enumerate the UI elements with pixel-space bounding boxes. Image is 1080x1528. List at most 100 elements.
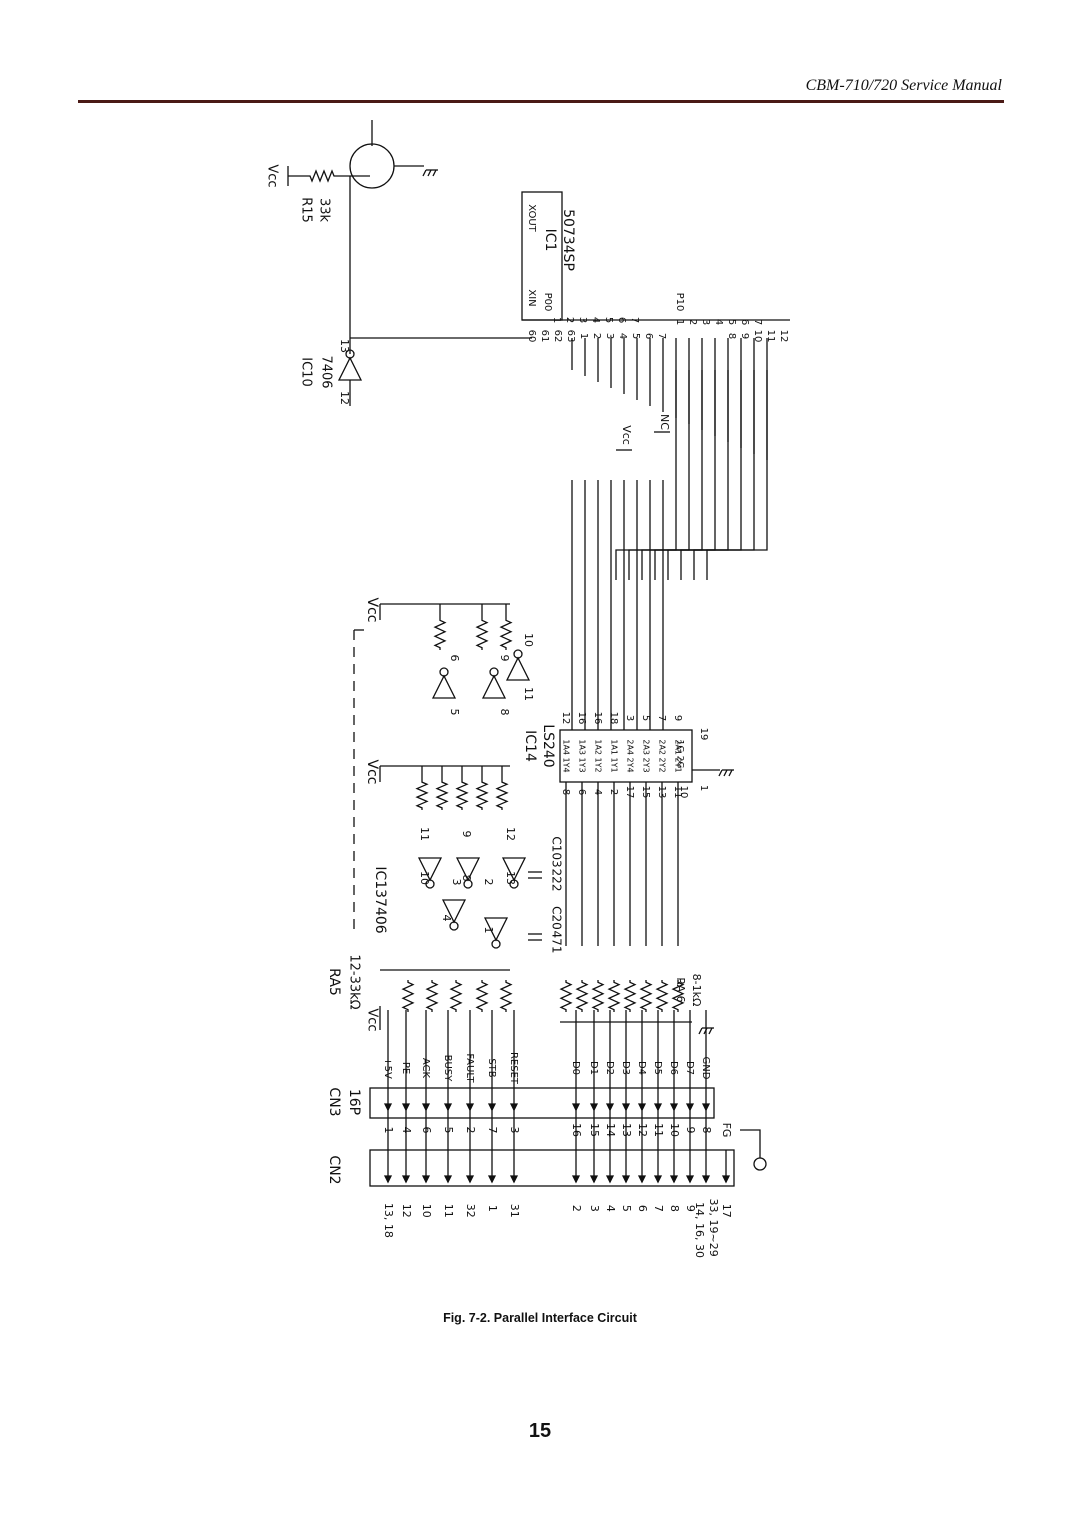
signal-label-ack: ACK xyxy=(420,1058,431,1079)
cn3-type-label: 16P xyxy=(346,1089,362,1115)
cn3-pin-number: 10 xyxy=(668,1123,681,1137)
ic1-p1-port-number: 5 xyxy=(726,319,737,325)
cn3-pin-number: 5 xyxy=(442,1127,455,1134)
cn3-body xyxy=(369,1087,715,1119)
ic1-port-number: 6 xyxy=(616,317,627,323)
pullup-resistor xyxy=(495,780,509,810)
ic14-ctrl-label: 1G xyxy=(675,740,685,753)
ic14-right-pin: 12 xyxy=(560,712,571,725)
ic1-label: IC1 xyxy=(542,229,558,252)
cn2-pin-number: 32 xyxy=(464,1204,477,1218)
ic13-inverter-gate xyxy=(441,899,467,924)
cn2-arrow xyxy=(685,1175,695,1184)
ic14-inverter-gate xyxy=(481,674,507,699)
bus-jog xyxy=(706,370,768,580)
ra6-resistor xyxy=(655,980,669,1012)
ic13-gate-pin: 13 xyxy=(504,871,517,885)
ic10-gate xyxy=(337,356,363,381)
ic13-gate-pin: 2 xyxy=(482,879,495,886)
ic1-xout-label: XOUT xyxy=(526,204,537,232)
r15-value-label: 33k xyxy=(317,198,332,223)
ic14-left-pin: 15 xyxy=(640,786,651,799)
cn3-arrow xyxy=(571,1103,581,1112)
ic14-gate-pin: 5 xyxy=(448,709,461,716)
inverter-bubble xyxy=(345,349,355,359)
cn3-pin-number: 2 xyxy=(464,1127,477,1134)
cn2-arrow xyxy=(421,1175,431,1184)
ic1-p1-pin-number: 11 xyxy=(765,330,776,343)
signal-label-stb: STB xyxy=(486,1058,497,1077)
inverter-bubble xyxy=(513,649,523,659)
ic14-right-pin: 18 xyxy=(608,712,619,725)
ic1-port-number: 5 xyxy=(603,317,614,323)
ic1-p1-port-number: 7 xyxy=(752,319,763,325)
cn3-pin-number: 14 xyxy=(604,1123,617,1137)
vcc-lower-label: Vcc xyxy=(364,760,380,785)
cn3-arrow xyxy=(421,1103,431,1112)
ic1-body xyxy=(521,191,563,321)
ra5-resistor xyxy=(425,980,439,1012)
cn3-pin-number: 3 xyxy=(508,1127,521,1134)
c103-label: C103 xyxy=(550,836,564,867)
cn2-pin-number: 3 xyxy=(588,1205,601,1212)
ic1-pin-number: 5 xyxy=(630,333,641,339)
fg-wire xyxy=(740,1129,761,1158)
ground-hatch xyxy=(728,769,733,777)
ground-hatch xyxy=(718,769,723,777)
bus-jog xyxy=(641,370,703,580)
cn3-arrow xyxy=(653,1103,663,1112)
frame-ground-terminal xyxy=(753,1157,767,1171)
pullup-resistor xyxy=(435,780,449,810)
ic10-pin: 13 xyxy=(338,339,351,353)
cn2-pin-number: 10 xyxy=(420,1204,433,1218)
cn3-arrow xyxy=(605,1103,615,1112)
cn3-arrow xyxy=(637,1103,647,1112)
ic14-pin-name: 2A1 2Y1 xyxy=(674,739,683,772)
ic13-label: IC137406 xyxy=(372,866,388,933)
cn3-pin-number: 4 xyxy=(400,1127,413,1134)
ra6-resistor xyxy=(607,980,621,1012)
ic14-gate-pin: 8 xyxy=(498,709,511,716)
ic13-gate-pin: 12 xyxy=(504,827,517,841)
cn2-arrow xyxy=(701,1175,711,1184)
cn3-label: CN3 xyxy=(326,1087,342,1116)
cn3-arrow xyxy=(669,1103,679,1112)
ic14-right-pin: 9 xyxy=(672,715,683,721)
vcc-ra5-label: Vcc xyxy=(365,1008,380,1031)
ic13-gate-pin: 4 xyxy=(440,915,453,922)
cn2-arrow xyxy=(443,1175,453,1184)
signal-label-d1: D1 xyxy=(588,1061,599,1075)
ic1-port-number: 2 xyxy=(564,317,575,323)
ic10-label: IC10 xyxy=(299,357,314,386)
ic14-ctrl-pin: 19 xyxy=(698,728,709,741)
cn2-arrow xyxy=(509,1175,519,1184)
cn2-pin-number: 8 xyxy=(668,1205,681,1212)
inverter-bubble xyxy=(425,879,435,889)
ic14-gate-pin: 10 xyxy=(522,633,535,647)
ground-hatch xyxy=(703,1027,708,1035)
cn2-pin-number: 4 xyxy=(604,1205,617,1212)
ic14-left-pin: 11 xyxy=(672,786,683,799)
cn3-arrow xyxy=(621,1103,631,1112)
ic14-right-pin: 3 xyxy=(624,715,635,721)
inverter-bubble xyxy=(489,667,499,677)
c20-value-label: 471 xyxy=(550,931,564,954)
cn3-arrow xyxy=(465,1103,475,1112)
ic14-gate-pin: 9 xyxy=(498,655,511,662)
ic14-gate-pin: 11 xyxy=(522,687,535,701)
header-title: CBM-710/720 Service Manual xyxy=(805,77,1002,94)
cn3-arrow xyxy=(401,1103,411,1112)
vcc-upper-label: Vcc xyxy=(364,598,380,623)
ic1-xin-label: XIN xyxy=(526,289,537,306)
cn3-arrow xyxy=(701,1103,711,1112)
ic1-p10-label: P10 xyxy=(674,293,685,312)
pullup-resistor xyxy=(475,618,489,650)
cn2-pin-number: 12 xyxy=(400,1204,413,1218)
signal-label-d3: D3 xyxy=(620,1061,631,1075)
ic1-port-number: 3 xyxy=(577,317,588,323)
ic1-p1-port-number: 4 xyxy=(713,319,724,325)
vcc-mid-label: Vcc xyxy=(620,425,633,445)
cn3-pin-number: 6 xyxy=(420,1127,433,1134)
